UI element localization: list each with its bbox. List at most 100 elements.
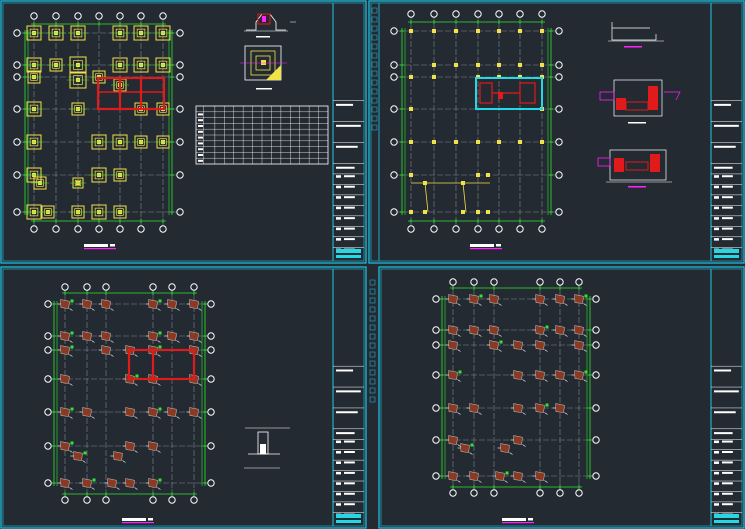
drawing-title-mark <box>502 518 526 521</box>
column-annotation <box>522 412 526 415</box>
column-fill <box>460 443 470 453</box>
column-fill <box>448 294 458 304</box>
column-fill <box>535 403 545 413</box>
axis-bubble-bottom <box>556 489 564 497</box>
column-mark <box>409 140 413 144</box>
axis-bubble-right <box>592 341 600 349</box>
axis-bubble-top <box>449 278 457 286</box>
axis-bubble-top <box>83 283 91 291</box>
title-block-label-mark <box>336 451 341 454</box>
detail-title-mark <box>628 186 646 188</box>
axis-bubble-left <box>44 300 52 308</box>
axis-bubble-left <box>44 479 52 487</box>
title-block-label-mark <box>714 227 719 231</box>
axis-bubble-top <box>102 283 110 291</box>
title-block-value-mark <box>344 471 355 474</box>
title-block-text-mark <box>336 369 354 372</box>
axis-bubble-left <box>44 375 52 383</box>
column-fill <box>448 403 458 413</box>
axis-bubble-right <box>207 479 215 487</box>
column-fill <box>82 299 92 309</box>
column-annotation <box>583 379 587 382</box>
axis-bubble-left <box>432 341 440 349</box>
column-annotation <box>564 379 568 382</box>
column-annotation <box>498 349 502 352</box>
title-block-value-mark <box>344 196 355 199</box>
axis-bubble-bottom <box>102 496 110 504</box>
column-tag <box>83 451 87 455</box>
column-tag <box>135 374 139 378</box>
left-strip-cell <box>371 61 378 68</box>
axis-bubble-left <box>432 436 440 444</box>
column-section <box>532 340 548 352</box>
column-tag <box>479 294 483 298</box>
column-section <box>571 294 588 306</box>
title-block-value-mark <box>344 227 355 230</box>
column-annotation <box>469 452 473 455</box>
stair-core-outline <box>475 77 543 110</box>
column-annotation <box>69 383 73 386</box>
strip-cell <box>369 315 376 322</box>
column-section <box>466 471 482 483</box>
title-block-label-mark <box>714 503 719 506</box>
column-section <box>532 370 548 382</box>
column-annotation <box>69 450 73 453</box>
axis-bubble-bottom <box>430 225 438 233</box>
column-annotation <box>564 303 568 306</box>
title-block-logo <box>336 514 361 518</box>
axis-bubble-top <box>159 12 167 20</box>
axis-bubble-top <box>52 12 60 20</box>
axis-bubble-bottom <box>536 489 544 497</box>
column-fill <box>60 299 70 309</box>
strip-cell <box>369 360 376 367</box>
drawing-title-underline <box>470 248 502 250</box>
column-annotation <box>544 412 548 415</box>
title-block-label-mark <box>336 185 341 189</box>
section-title-mark <box>256 36 270 38</box>
detail-leader <box>664 91 681 101</box>
column-annotation <box>198 416 202 419</box>
column-annotation <box>564 334 568 337</box>
column-fill <box>500 443 510 453</box>
left-strip-cell <box>371 97 378 104</box>
column-section <box>445 471 461 483</box>
column-annotation <box>198 308 202 311</box>
title-block-text-mark <box>336 103 354 106</box>
column-annotation <box>82 460 86 463</box>
title-block-label-mark <box>336 461 341 464</box>
column-annotation <box>157 340 161 343</box>
strip-cell <box>369 351 376 358</box>
section-column <box>257 13 271 25</box>
column-tag <box>545 325 549 329</box>
column-fill <box>513 403 523 413</box>
title-block-text-mark <box>714 166 733 169</box>
column-tag <box>158 331 162 335</box>
sheet-inner-border <box>2 268 365 527</box>
column-annotation <box>116 487 120 490</box>
title-block-label-mark <box>714 471 719 475</box>
column-fill <box>513 435 523 445</box>
axis-bubble-left <box>13 138 21 146</box>
column-fill <box>448 471 458 481</box>
stair-core-column <box>498 92 503 99</box>
drawing-title-mark <box>470 244 494 247</box>
title-block-text-mark <box>714 390 739 393</box>
column-section <box>57 441 74 453</box>
axis-bubble-left <box>432 326 440 334</box>
title-block-value-mark <box>344 185 355 188</box>
axis-bubble-right <box>555 171 563 179</box>
column-section <box>552 294 568 306</box>
column-annotation <box>91 487 95 490</box>
axis-bubble-left <box>432 295 440 303</box>
title-block-label-mark <box>336 492 341 496</box>
axis-bubble-top <box>452 10 460 18</box>
axis-bubble-left <box>390 27 398 35</box>
title-block-label-mark <box>336 482 341 485</box>
column-annotation <box>110 354 114 357</box>
detail-concrete <box>616 98 626 110</box>
column-section <box>510 471 526 483</box>
section-detail-2 <box>599 79 681 124</box>
strip-cell <box>369 333 376 340</box>
column-mark <box>518 63 522 67</box>
column-fill <box>513 340 523 350</box>
